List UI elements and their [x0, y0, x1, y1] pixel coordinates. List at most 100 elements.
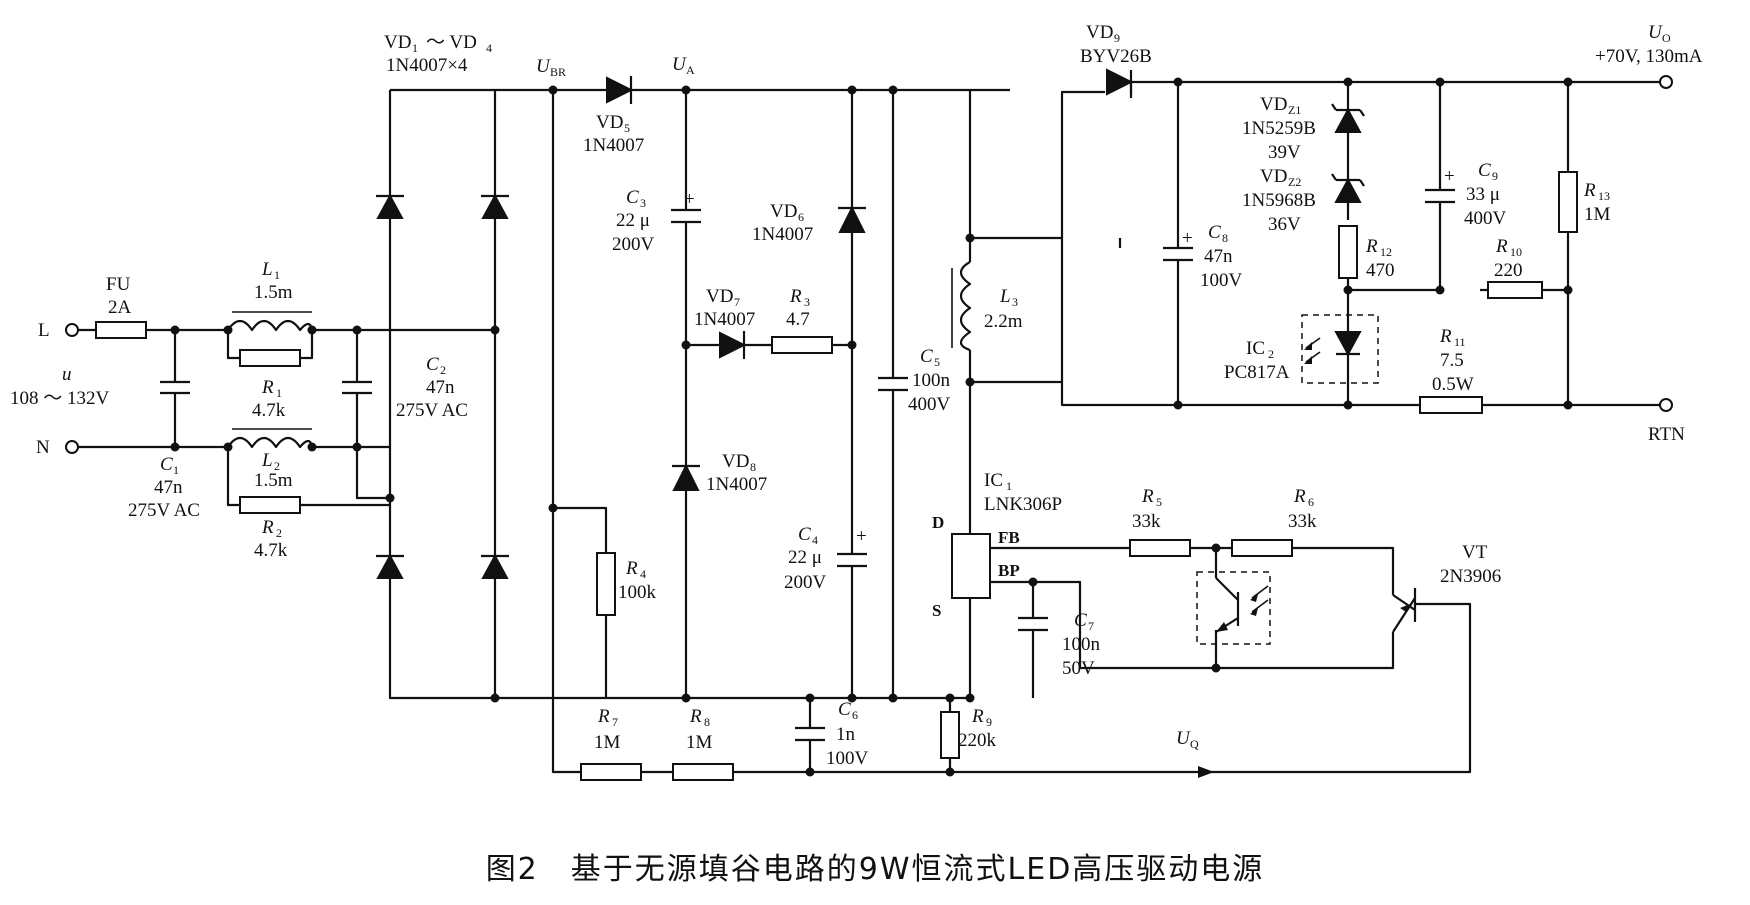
label-bridge-vd1: VD — [384, 32, 411, 53]
label-rtn: RTN — [1648, 424, 1685, 445]
label-l1-val: 1.5m — [254, 282, 293, 303]
label-ic2-part: PC817A — [1224, 362, 1290, 383]
resistor-r12 — [1338, 225, 1358, 279]
label-c6-sub: 6 — [852, 708, 858, 722]
label-vdz1: VD — [1260, 94, 1287, 115]
pin-fb: FB — [998, 528, 1020, 547]
label-c3-val1: 22 μ — [616, 210, 650, 231]
label-ua-sub: A — [686, 63, 695, 77]
label-l-terminal: L — [38, 320, 50, 341]
label-r5-sub: 5 — [1156, 495, 1162, 509]
label-uq: U — [1176, 728, 1191, 749]
diode-vd5 — [606, 76, 634, 104]
zener-vdz2 — [1334, 177, 1362, 203]
label-r6-sub: 6 — [1308, 495, 1314, 509]
label-vdz2-part: 1N5968B — [1242, 190, 1316, 211]
output-stage — [1060, 68, 1673, 414]
label-c3-sub: 3 — [640, 196, 646, 210]
label-c6: C — [838, 699, 851, 720]
component-labels: L N u 108 ～ 132V FU 2A L 1 1.5m R 1 4.7k… — [10, 22, 1703, 769]
label-c5-sub: 5 — [934, 355, 940, 369]
resistor-r5 — [1129, 539, 1191, 557]
label-uo-val: +70V, 130mA — [1595, 46, 1703, 67]
label-r9-sub: 9 — [986, 715, 992, 729]
label-ubr-sub: BR — [550, 65, 566, 79]
label-r1-sub: 1 — [276, 386, 282, 400]
terminal-l — [65, 323, 79, 337]
diode-vd4 — [481, 553, 509, 579]
label-c5: C — [920, 346, 933, 367]
label-r3-val: 4.7 — [786, 309, 810, 330]
input-filter — [65, 311, 495, 514]
label-c9-val2: 400V — [1464, 208, 1507, 229]
capacitor-c7 — [1018, 616, 1048, 632]
label-ua: U — [672, 54, 687, 75]
label-c2-val1: 47n — [426, 377, 455, 398]
label-vd7: VD — [706, 286, 733, 307]
label-c9-plus: + — [1444, 166, 1455, 187]
label-r12-val: 470 — [1366, 260, 1395, 281]
label-r2: R — [261, 517, 274, 538]
ic1-lnk306p — [951, 533, 991, 599]
resistor-r6 — [1231, 539, 1293, 557]
label-c3-val2: 200V — [612, 234, 655, 255]
zener-vdz1 — [1334, 107, 1362, 133]
label-r5: R — [1141, 486, 1154, 507]
label-l2: L — [261, 450, 273, 471]
diode-vd7 — [719, 331, 747, 359]
label-c7-val1: 100n — [1062, 634, 1101, 655]
capacitor-c3 — [671, 208, 701, 224]
label-ubr: U — [536, 56, 551, 77]
label-vd9-sub: 9 — [1114, 31, 1120, 45]
label-c3: C — [626, 187, 639, 208]
label-l3-val: 2.2m — [984, 311, 1023, 332]
terminal-n — [65, 440, 79, 454]
label-r3: R — [789, 286, 802, 307]
label-ic2-sub: 2 — [1268, 347, 1274, 361]
label-vd5-sub: 5 — [624, 121, 630, 135]
label-l1: L — [261, 259, 273, 280]
label-c1-val1: 47n — [154, 477, 183, 498]
optocoupler-led — [1301, 314, 1379, 384]
label-r2-val: 4.7k — [254, 540, 288, 561]
label-r10: R — [1495, 236, 1508, 257]
label-vd6-sub: 6 — [798, 210, 804, 224]
inductor-l2 — [227, 428, 314, 449]
label-r4-sub: 4 — [640, 567, 646, 581]
label-fu-val: 2A — [108, 297, 132, 318]
diode-vd8 — [672, 463, 700, 491]
label-c8-val1: 47n — [1204, 246, 1233, 267]
resistor-r9 — [940, 711, 960, 759]
label-vdz2-val: 36V — [1268, 214, 1301, 235]
label-r11: R — [1439, 326, 1452, 347]
pin-s: S — [932, 601, 941, 620]
label-r4: R — [625, 558, 638, 579]
resistor-r3 — [771, 336, 833, 354]
label-bridge-part: 1N4007×4 — [386, 55, 468, 76]
resistor-r13 — [1558, 171, 1578, 233]
label-r7-val: 1M — [594, 732, 621, 753]
terminal-rtn — [1659, 398, 1673, 412]
label-vdz1-sub: Z1 — [1288, 103, 1301, 117]
label-vdz1-part: 1N5259B — [1242, 118, 1316, 139]
diode-vd6 — [838, 205, 866, 233]
resistor-r2 — [239, 496, 301, 514]
label-vd7-sub: 7 — [734, 295, 740, 309]
label-c2: C — [426, 354, 439, 375]
capacitor-c5 — [878, 376, 908, 392]
label-r12: R — [1365, 236, 1378, 257]
label-r3-sub: 3 — [804, 295, 810, 309]
transistor-vt — [1392, 588, 1462, 633]
label-r10-sub: 10 — [1510, 245, 1522, 259]
label-vd8-part: 1N4007 — [706, 474, 767, 495]
label-c2-val2: 275V AC — [396, 400, 468, 421]
label-vd6: VD — [770, 201, 797, 222]
label-c8-sub: 8 — [1222, 231, 1228, 245]
label-l2-val: 1.5m — [254, 470, 293, 491]
fuse-fu — [95, 321, 147, 339]
label-r6: R — [1293, 486, 1306, 507]
label-c7: C — [1074, 610, 1087, 631]
switcher-ic1 — [951, 90, 1462, 703]
label-c4-plus: + — [856, 526, 867, 547]
label-vdz1-val: 39V — [1268, 142, 1301, 163]
